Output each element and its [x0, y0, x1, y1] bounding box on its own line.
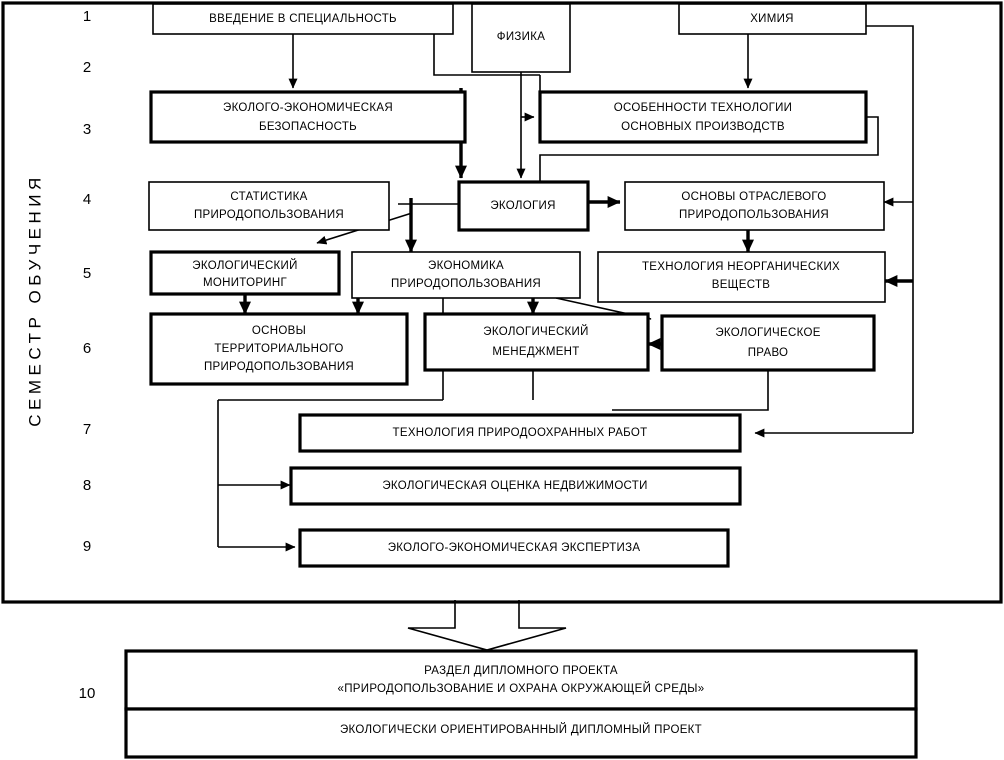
node-techfeat-label-line1: ОСОБЕННОСТИ ТЕХНОЛОГИИ	[614, 102, 792, 114]
node-ecolaw-label-line2: ПРАВО	[748, 347, 789, 359]
semester-number-8: 8	[83, 477, 91, 494]
node-protectwork[interactable]: ТЕХНОЛОГИЯ ПРИРОДООХРАННЫХ РАБОТ	[298, 413, 742, 453]
semester-number-10: 10	[79, 685, 96, 702]
node-ecology[interactable]: ЭКОЛОГИЯ	[457, 180, 590, 232]
node-branchbasis-label-line2: ПРИРОДОПОЛЬЗОВАНИЯ	[679, 209, 829, 221]
node-ecomanage[interactable]: ЭКОЛОГИЧЕСКИЙ МЕНЕДЖМЕНТ	[423, 312, 650, 372]
node-statistics-label-line1: СТАТИСТИКА	[230, 191, 307, 203]
connector-chemistry-right-rail	[866, 25, 914, 433]
semester-number-1: 1	[83, 8, 91, 25]
node-ecolaw-label-line1: ЭКОЛОГИЧЕСКОЕ	[715, 327, 820, 339]
node-chemistry-label: ХИМИЯ	[750, 13, 794, 25]
node-chemistry[interactable]: ХИМИЯ	[678, 3, 867, 35]
node-realestate[interactable]: ЭКОЛОГИЧЕСКАЯ ОЦЕНКА НЕДВИЖИМОСТИ	[289, 466, 742, 506]
node-diploma-project[interactable]: ЭКОЛОГИЧЕСКИ ОРИЕНТИРОВАННЫЙ ДИПЛОМНЫЙ П…	[124, 707, 918, 759]
node-physics-label: ФИЗИКА	[497, 31, 545, 43]
semester-number-2: 2	[83, 59, 91, 76]
node-branchbasis[interactable]: ОСНОВЫ ОТРАСЛЕВОГО ПРИРОДОПОЛЬЗОВАНИЯ	[624, 181, 885, 231]
node-techfeat-label-line2: ОСНОВНЫХ ПРОИЗВОДСТВ	[621, 121, 785, 133]
node-protectwork-label: ТЕХНОЛОГИЯ ПРИРОДООХРАННЫХ РАБОТ	[393, 427, 648, 439]
node-ecology-label: ЭКОЛОГИЯ	[490, 200, 555, 212]
node-ecomonitor-label-line1: ЭКОЛОГИЧЕСКИЙ	[192, 259, 297, 272]
node-ecomonitor-label-line2: МОНИТОРИНГ	[203, 277, 287, 289]
node-territorial[interactable]: ОСНОВЫ ТЕРРИТОРИАЛЬНОГО ПРИРОДОПОЛЬЗОВАН…	[149, 312, 409, 386]
node-diploma-project-label: ЭКОЛОГИЧЕСКИ ОРИЕНТИРОВАННЫЙ ДИПЛОМНЫЙ П…	[340, 723, 702, 736]
node-ecomonitor[interactable]: ЭКОЛОГИЧЕСКИЙ МОНИТОРИНГ	[149, 250, 341, 296]
big-down-arrow-icon	[407, 600, 567, 651]
node-diploma-section-label-line2: «ПРИРОДОПОЛЬЗОВАНИЕ И ОХРАНА ОКРУЖАЮЩЕЙ …	[338, 682, 705, 695]
node-ecoeconomy-label-line2: ПРИРОДОПОЛЬЗОВАНИЯ	[391, 278, 541, 290]
node-ecomanage-label-line1: ЭКОЛОГИЧЕСКИЙ	[483, 325, 588, 338]
semester-number-6: 6	[83, 340, 91, 357]
node-branchbasis-label-line1: ОСНОВЫ ОТРАСЛЕВОГО	[681, 191, 826, 203]
semester-number-3: 3	[83, 121, 91, 138]
semester-number-9: 9	[83, 538, 91, 555]
node-diploma-section-label-line1: РАЗДЕЛ ДИПЛОМНОГО ПРОЕКТА	[424, 665, 618, 677]
node-expertise[interactable]: ЭКОЛОГО-ЭКОНОМИЧЕСКАЯ ЭКСПЕРТИЗА	[298, 528, 730, 568]
node-expertise-label: ЭКОЛОГО-ЭКОНОМИЧЕСКАЯ ЭКСПЕРТИЗА	[388, 542, 641, 554]
page-title: СЕМЕСТР ОБУЧЕНИЯ	[25, 173, 44, 427]
node-intro[interactable]: ВВЕДЕНИЕ В СПЕЦИАЛЬНОСТЬ	[152, 3, 454, 35]
node-intro-label: ВВЕДЕНИЕ В СПЕЦИАЛЬНОСТЬ	[209, 13, 397, 25]
semester-number-5: 5	[83, 265, 91, 282]
node-diploma-section[interactable]: РАЗДЕЛ ДИПЛОМНОГО ПРОЕКТА «ПРИРОДОПОЛЬЗО…	[124, 649, 918, 711]
node-inorgtech-label-line2: ВЕЩЕСТВ	[712, 279, 771, 291]
main-frame	[1, 1, 1003, 604]
connector-ecolaw-down	[612, 370, 769, 411]
connector-techfeat-to-branch-rail	[539, 116, 879, 182]
node-statistics-label-line2: ПРИРОДОПОЛЬЗОВАНИЯ	[194, 209, 344, 221]
node-realestate-label: ЭКОЛОГИЧЕСКАЯ ОЦЕНКА НЕДВИЖИМОСТИ	[382, 480, 647, 492]
node-techfeat[interactable]: ОСОБЕННОСТИ ТЕХНОЛОГИИ ОСНОВНЫХ ПРОИЗВОД…	[538, 90, 868, 144]
semester-number-4: 4	[83, 191, 91, 208]
node-ecolaw[interactable]: ЭКОЛОГИЧЕСКОЕ ПРАВО	[660, 314, 876, 372]
semester-number-7: 7	[83, 421, 91, 438]
node-inorgtech[interactable]: ТЕХНОЛОГИЯ НЕОРГАНИЧЕСКИХ ВЕЩЕСТВ	[597, 251, 886, 303]
node-physics[interactable]: ФИЗИКА	[471, 3, 571, 73]
connector-intro-to-right	[433, 34, 540, 76]
node-ecoecosafe[interactable]: ЭКОЛОГО-ЭКОНОМИЧЕСКАЯ БЕЗОПАСНОСТЬ	[149, 90, 467, 144]
node-ecoecosafe-label-line1: ЭКОЛОГО-ЭКОНОМИЧЕСКАЯ	[223, 102, 393, 114]
node-territorial-label-line1: ОСНОВЫ	[252, 325, 306, 337]
node-territorial-label-line2: ТЕРРИТОРИАЛЬНОГО	[214, 343, 343, 355]
node-inorgtech-label-line1: ТЕХНОЛОГИЯ НЕОРГАНИЧЕСКИХ	[642, 261, 840, 273]
node-ecoeconomy-label-line1: ЭКОНОМИКА	[428, 260, 504, 272]
node-ecomanage-label-line2: МЕНЕДЖМЕНТ	[492, 346, 579, 358]
node-ecoeconomy[interactable]: ЭКОНОМИКА ПРИРОДОПОЛЬЗОВАНИЯ	[351, 251, 581, 299]
node-statistics[interactable]: СТАТИСТИКА ПРИРОДОПОЛЬЗОВАНИЯ	[148, 181, 390, 231]
node-territorial-label-line3: ПРИРОДОПОЛЬЗОВАНИЯ	[204, 361, 354, 373]
node-ecoecosafe-label-line2: БЕЗОПАСНОСТЬ	[259, 121, 357, 133]
